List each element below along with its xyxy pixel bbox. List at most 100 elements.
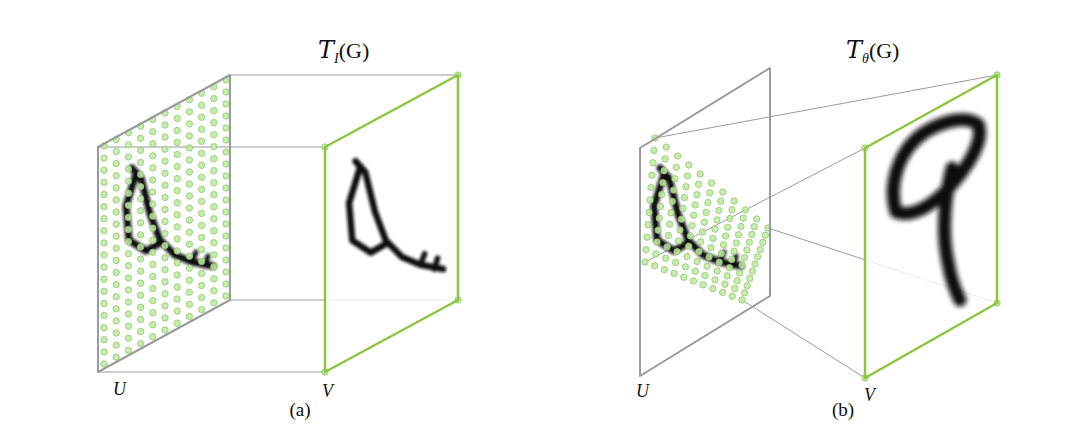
grid-dot (137, 232, 143, 238)
grid-dot (198, 258, 204, 264)
grid-dot (752, 261, 758, 267)
grid-dot (125, 263, 131, 269)
grid-dot (101, 155, 107, 161)
grid-dot (162, 315, 168, 321)
corner-dots (322, 72, 1000, 381)
transform-label: TI(G) (318, 38, 369, 62)
grid-dot (113, 354, 119, 360)
grid-dot (648, 184, 654, 190)
grid-dot (162, 194, 168, 200)
grid-dot (741, 290, 747, 296)
grid-dot (137, 135, 143, 141)
plane-fill (865, 75, 997, 378)
grid-dot (101, 228, 107, 234)
grid-dot (174, 236, 180, 242)
grid-dot (223, 257, 229, 263)
grid-dot (647, 197, 653, 203)
grid-dot (223, 293, 229, 299)
grid-dot (684, 253, 690, 259)
grid-dot (125, 142, 131, 148)
grid-dot (198, 210, 204, 216)
grid-dot (150, 201, 156, 207)
plane-border (98, 75, 230, 372)
grid-dot (754, 216, 760, 222)
grid-dot (223, 281, 229, 287)
grid-dot (137, 292, 143, 298)
grid-dot (137, 340, 143, 346)
grid-dot (174, 308, 180, 314)
grid-dot (211, 276, 217, 282)
plane-outline (90, 67, 238, 416)
grid-dot (664, 244, 670, 250)
grid-dot (137, 195, 143, 201)
grid-dot (223, 245, 229, 251)
grid-dot (137, 304, 143, 310)
grid-dot (162, 122, 168, 128)
grid-dot (653, 251, 659, 257)
grid-dot (125, 311, 131, 317)
grid-dot (672, 259, 678, 265)
grid-dot (150, 189, 156, 195)
grid-dot (708, 180, 714, 186)
grid-dot (186, 169, 192, 175)
digit-image (126, 168, 213, 266)
grid-dot (113, 330, 119, 336)
grid-dot (740, 215, 746, 221)
grid-dot (666, 221, 672, 227)
plane-label: U (113, 380, 126, 398)
grid-dot (645, 222, 651, 228)
grid-dot (186, 181, 192, 187)
grid-dot (223, 89, 229, 95)
grid-dot (186, 205, 192, 211)
grid-dot (137, 328, 143, 334)
grid-dot (101, 300, 107, 306)
grid-dot (211, 204, 217, 210)
grid-dot (223, 185, 229, 191)
grid-dot (686, 162, 692, 168)
grid-dot (716, 207, 722, 213)
grid-dot (692, 268, 698, 274)
grid-dot (680, 205, 686, 211)
grid-dot (101, 361, 107, 367)
grid-dot (186, 289, 192, 295)
grid-dot (738, 223, 744, 229)
grid-dot (699, 229, 705, 235)
grid-dot (731, 248, 737, 254)
grid-dot (101, 337, 107, 343)
mapping-line (742, 300, 865, 378)
grid-dot (113, 233, 119, 239)
grid-dot (712, 277, 718, 283)
grid-dot (198, 114, 204, 120)
grid-dot (125, 166, 131, 172)
grid-dot (150, 249, 156, 255)
plane-label: V (322, 382, 333, 400)
grid-dot (125, 299, 131, 305)
grid-dot (198, 186, 204, 192)
grid-dot (654, 239, 660, 245)
grid-dot (174, 139, 180, 145)
grid-dot (670, 187, 676, 193)
grid-dot (186, 241, 192, 247)
grid-dot (689, 222, 695, 228)
grid-dot (722, 233, 728, 239)
grid-dot (174, 212, 180, 218)
grid-dot (150, 141, 156, 147)
grid-dot (198, 174, 204, 180)
plane-label: V (864, 386, 875, 404)
grid-dot (174, 151, 180, 157)
grid-dot (661, 168, 667, 174)
grid-dot (113, 160, 119, 166)
transform-label: Tθ(G) (846, 38, 899, 62)
grid-dot (150, 309, 156, 315)
grid-dot (652, 263, 658, 269)
grid-dot (673, 164, 679, 170)
grid-dot (174, 200, 180, 206)
grid-dot (211, 131, 217, 137)
grid-dot (186, 193, 192, 199)
grid-dot (113, 245, 119, 251)
grid-dot (703, 209, 709, 215)
grid-dot (113, 185, 119, 191)
subfigure-label: (b) (832, 400, 854, 419)
grid-dot (742, 207, 748, 213)
grid-dot (681, 194, 687, 200)
